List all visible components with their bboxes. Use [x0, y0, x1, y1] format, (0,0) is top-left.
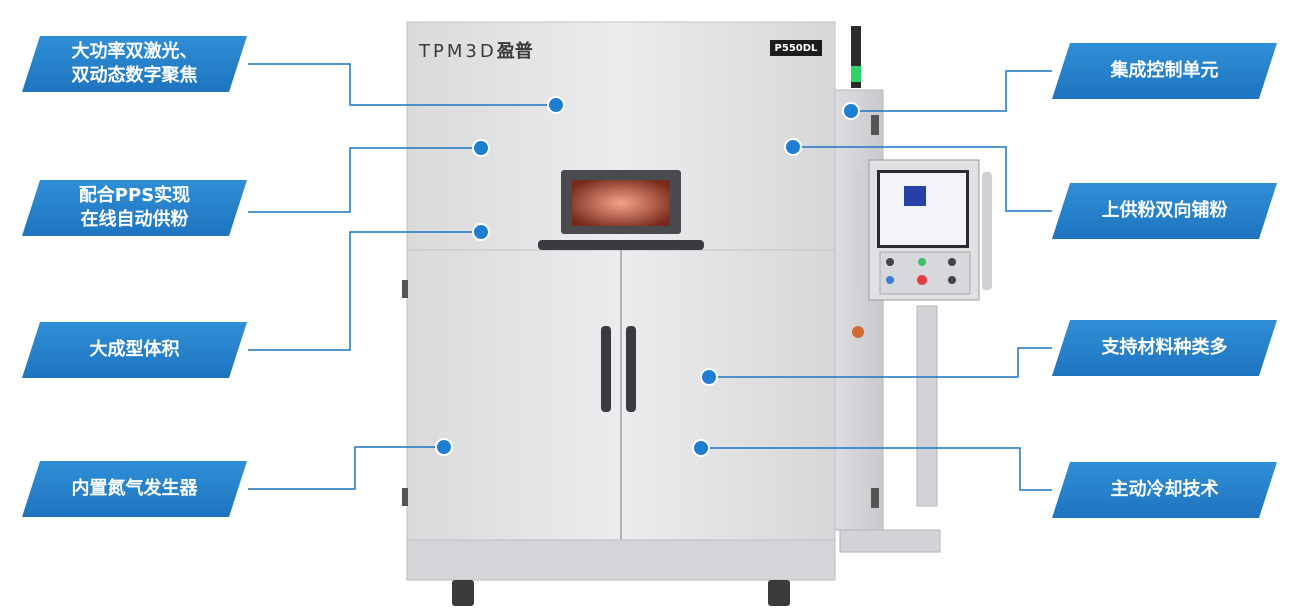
feature-label-dual-laser: 大功率双激光、双动态数字聚焦 — [22, 36, 247, 92]
feature-label-line: 集成控制单元 — [1110, 60, 1219, 81]
hotspot-dot — [547, 96, 565, 114]
feature-label-line: 上供粉双向铺粉 — [1101, 200, 1228, 221]
feature-label-line: 大成型体积 — [89, 339, 180, 360]
hotspot-dot — [784, 138, 802, 156]
hotspot-dot — [435, 438, 453, 456]
brand-logo-cn: 盈普 — [496, 41, 533, 62]
feature-label-line: 内置氮气发生器 — [71, 478, 198, 499]
brand-logo: TPM3D盈普 — [419, 37, 533, 63]
feature-label-materials: 支持材料种类多 — [1052, 320, 1277, 376]
feature-label-line: 双动态数字聚焦 — [71, 65, 198, 86]
feature-label-powder-spreading: 上供粉双向铺粉 — [1052, 183, 1277, 239]
hotspot-dot — [692, 439, 710, 457]
feature-label-line: 在线自动供粉 — [80, 209, 189, 230]
brand-logo-latin: TPM3D — [419, 41, 497, 62]
feature-label-line: 支持材料种类多 — [1101, 337, 1228, 358]
leader-line-left-2 — [248, 147, 481, 213]
hotspot-dot — [472, 139, 490, 157]
leader-line-right-1 — [851, 70, 1052, 112]
feature-label-nitrogen: 内置氮气发生器 — [22, 461, 247, 517]
leader-line-right-3 — [709, 347, 1052, 378]
hotspot-dot — [472, 223, 490, 241]
model-badge: P550DL — [770, 40, 822, 56]
feature-label-build-volume: 大成型体积 — [22, 322, 247, 378]
feature-label-line: 大功率双激光、 — [71, 41, 198, 62]
feature-label-pps-feed: 配合PPS实现在线自动供粉 — [22, 180, 247, 236]
leader-line-right-4 — [701, 447, 1052, 491]
feature-label-line: 配合PPS实现 — [78, 185, 191, 206]
feature-label-control-unit: 集成控制单元 — [1052, 43, 1277, 99]
leader-line-left-1 — [248, 63, 556, 106]
hotspot-dot — [700, 368, 718, 386]
feature-label-line: 主动冷却技术 — [1110, 479, 1219, 500]
leader-line-left-4 — [248, 446, 444, 490]
leader-line-right-2 — [793, 146, 1052, 212]
leader-line-left-3 — [248, 231, 481, 351]
feature-label-cooling: 主动冷却技术 — [1052, 462, 1277, 518]
hotspot-dot — [842, 102, 860, 120]
